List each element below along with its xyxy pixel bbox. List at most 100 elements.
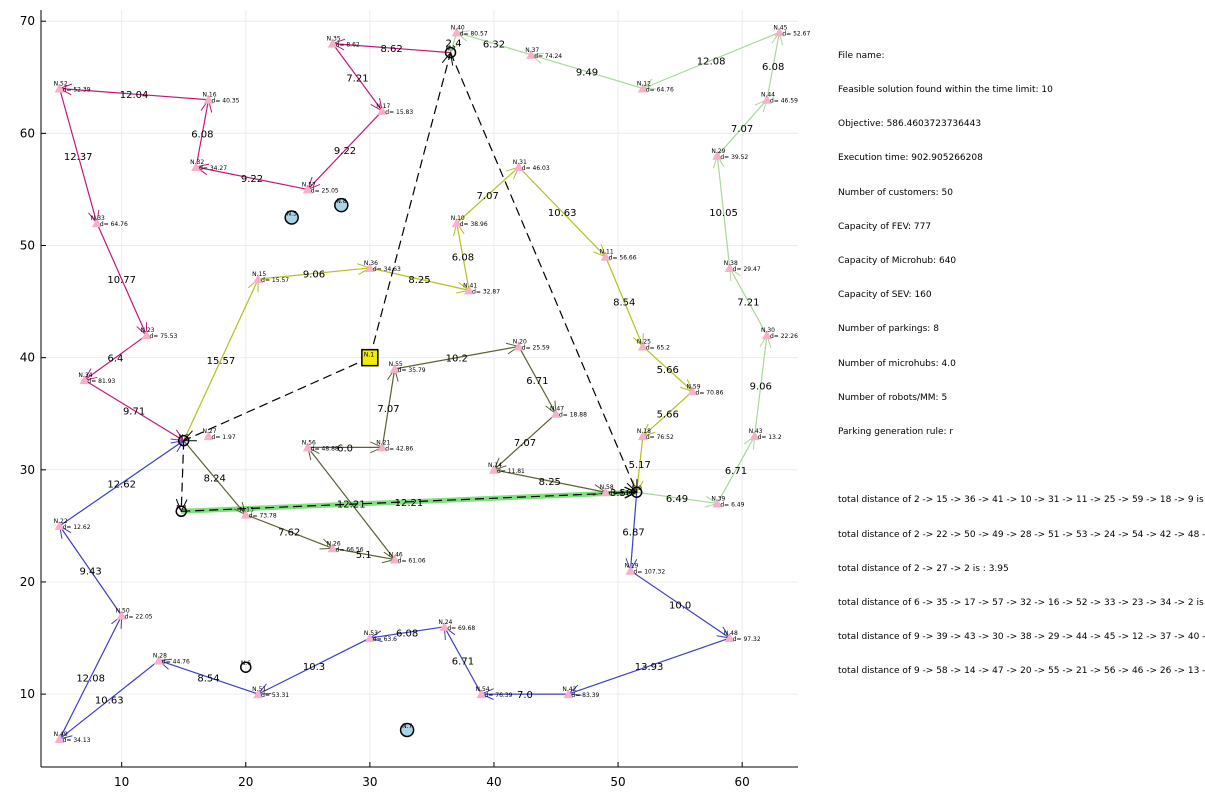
edge-label: 7.07 [477,191,499,202]
customer-label: N.46 [389,552,403,559]
edge-label: 6.87 [622,527,644,538]
route-edge [59,615,123,740]
route-edge [84,334,147,381]
edge-label: 12.21 [395,498,424,509]
info-line: File name: [838,50,885,61]
route-edge [456,166,520,224]
customer-demand: d= 70.86 [696,389,724,396]
fev-edge [449,52,638,493]
edge-label: 6.4 [108,354,124,365]
x-tick-label: 40 [486,775,501,789]
x-tick-label: 20 [238,775,253,789]
x-tick-label: 30 [362,775,377,789]
customer-demand: d= 61.06 [398,558,426,565]
route-edge [59,87,209,101]
parking-label: N.7 [402,723,412,730]
customer-label: N.14 [488,462,502,469]
fev-edge [369,52,452,358]
customer-demand: d= 97.32 [733,636,761,643]
edge-label: 9.71 [123,406,145,417]
customer-label: N.35 [327,36,341,43]
route-edge [245,514,333,549]
distance-line: total distance of 6 -> 35 -> 17 -> 57 ->… [838,598,1204,609]
edge-label: 10.63 [95,696,124,707]
customer-marker [637,341,648,351]
customer-demand: d= 11.81 [497,468,525,475]
customer-label: N.20 [513,338,527,345]
customer-marker [327,543,338,553]
route-edge [456,222,470,291]
customer-marker [761,330,772,340]
customer-label: N.10 [451,215,465,222]
customer-label: N.22 [54,518,68,525]
grid-lines [41,10,798,767]
edge-label: 9.22 [334,146,356,157]
x-tick-label: 50 [610,775,625,789]
customer-demand: d= 63.6 [373,636,397,643]
customer-demand: d= 3.56 [609,490,633,497]
nodes: N.35d= 8.62N.40d= 80.57N.37d= 74.24N.12d… [54,24,811,744]
edge-label: 5.66 [657,365,679,376]
customer-marker [724,262,735,272]
customer-demand: d= 48.88 [311,445,339,452]
customer-marker [141,330,152,340]
customer-label: N.30 [761,327,775,334]
customer-label: N.45 [773,24,787,31]
customer-marker [302,442,313,452]
distance-line: total distance of 2 -> 27 -> 2 is : 3.95 [838,563,1009,574]
edge-label: 6.08 [762,62,784,73]
customer-label: N.18 [637,428,651,435]
edge-label: 7.62 [278,527,300,538]
customer-label: N.26 [327,540,341,547]
edge-label: 8.24 [204,474,226,485]
customer-label: N.15 [252,271,266,278]
route-edge [59,440,185,527]
route-edge [195,99,210,168]
customer-marker [116,610,127,620]
customer-demand: d= 44.76 [162,658,190,665]
customer-label: N.36 [364,260,378,267]
edge-label: 10.77 [107,275,136,286]
customer-marker [451,218,462,228]
customer-marker [451,27,462,37]
edge-label: 6.71 [725,466,747,477]
info-line: Objective: 586.4603723736443 [838,119,982,130]
customer-label: N.40 [451,24,465,31]
customer-demand: d= 107.32 [633,569,665,576]
info-line: Number of microhubs: 4.0 [838,358,956,369]
customer-demand: d= 46.03 [522,165,550,172]
customer-marker [364,633,375,643]
customer-demand: d= 15.83 [385,109,413,116]
customer-label: N.52 [54,81,68,88]
customer-label: N.53 [364,630,378,637]
customer-marker [54,520,65,530]
customer-label: N.16 [203,92,217,99]
customer-label: N.43 [749,428,763,435]
customer-label: N.42 [562,686,576,693]
customer-demand: d= 52.39 [63,87,91,94]
y-tick-label: 40 [20,351,35,365]
customer-demand: d= 38.96 [460,221,488,228]
customer-demand: d= 12.62 [63,524,91,531]
route-edge [531,54,644,90]
customer-label: N.59 [687,383,701,390]
customer-demand: d= 56.66 [609,255,637,262]
customer-marker [91,218,102,228]
customer-demand: d= 22.26 [770,333,798,340]
edge-label: 2.4 [446,39,462,50]
route-edge [456,31,532,56]
route-edge [59,525,123,616]
y-tick-label: 70 [20,14,35,28]
fev-edge [181,491,637,512]
info-line: Number of parkings: 8 [838,324,939,335]
edge-label: 12.04 [120,90,149,101]
route-edge [630,570,731,639]
depot-marker [361,348,379,367]
info-panel: File name: Feasible solution found withi… [838,28,1205,689]
edge-label: 10.05 [709,208,738,219]
customer-demand: d= 6.49 [720,501,744,508]
parking-label: N.8 [336,198,346,205]
customer-demand: d= 29.47 [733,266,761,273]
customer-marker [54,83,65,93]
